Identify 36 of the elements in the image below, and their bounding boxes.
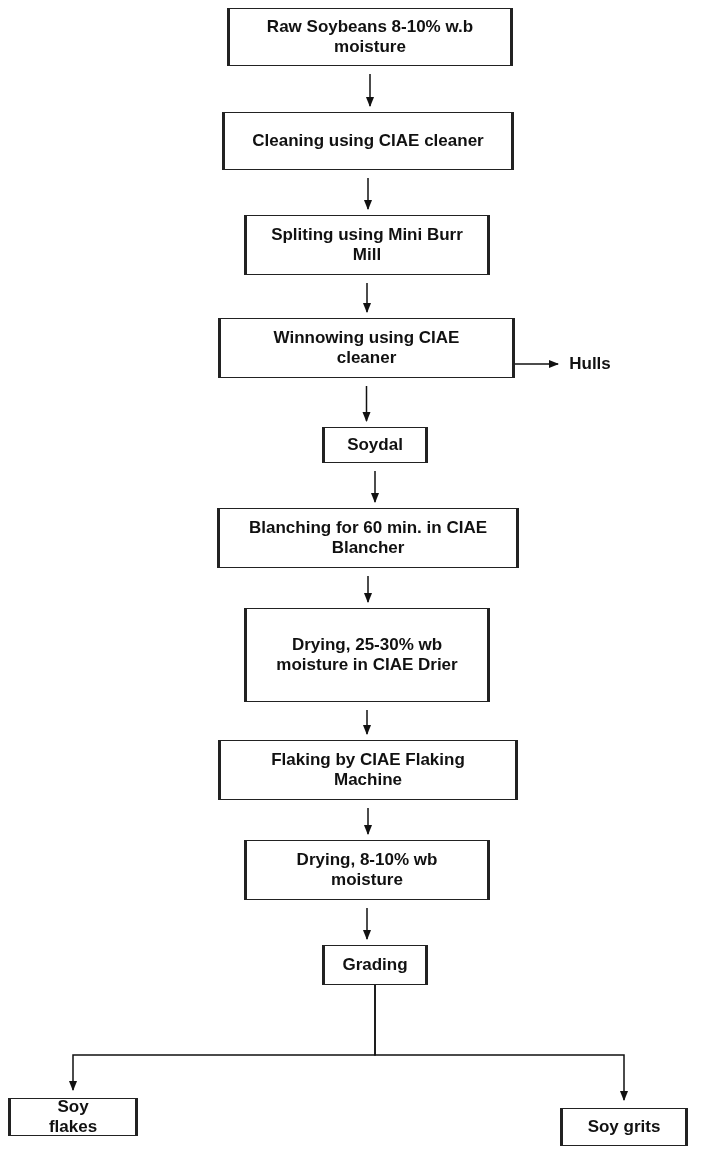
process-box (218, 740, 518, 800)
process-box (222, 112, 514, 170)
step-text: Drying, 8-10% wb moisture (295, 849, 439, 891)
arrow (363, 807, 373, 836)
arrow (370, 470, 380, 504)
step-text: Soy flakes (47, 1096, 99, 1138)
arrow (362, 709, 372, 736)
process-box (322, 427, 428, 463)
step-text: Raw Soybeans 8-10% w.b moisture (265, 16, 475, 58)
process-box (218, 318, 515, 378)
arrow (362, 907, 372, 941)
arrow (363, 177, 373, 211)
step-text: Soydal (347, 434, 403, 456)
process-box (227, 8, 513, 66)
step-text: Drying, 25-30% wb moisture in CIAE Drier (275, 634, 459, 676)
process-box (244, 840, 490, 900)
step-text: Flaking by CIAE Flaking Machine (270, 749, 466, 791)
arrow (365, 73, 375, 108)
step-text: Spliting using Mini Burr Mill (271, 224, 463, 266)
process-box (8, 1098, 138, 1136)
arrow (363, 575, 373, 604)
output-label: Hulls (569, 353, 611, 375)
process-box (560, 1108, 688, 1146)
process-box (322, 945, 428, 985)
process-box (244, 215, 490, 275)
step-text: Blanching for 60 min. in CIAE Blancher (248, 517, 488, 559)
step-text: Soy grits (587, 1116, 661, 1138)
arrow (374, 984, 629, 1102)
process-box (244, 608, 490, 702)
arrow (514, 359, 560, 369)
arrow (362, 282, 372, 314)
arrow (362, 385, 371, 423)
step-text: Winnowing using CIAE cleaner (272, 327, 461, 369)
step-text: Grading (342, 954, 408, 976)
step-text: Cleaning using CIAE cleaner (252, 130, 484, 152)
process-box (217, 508, 519, 568)
